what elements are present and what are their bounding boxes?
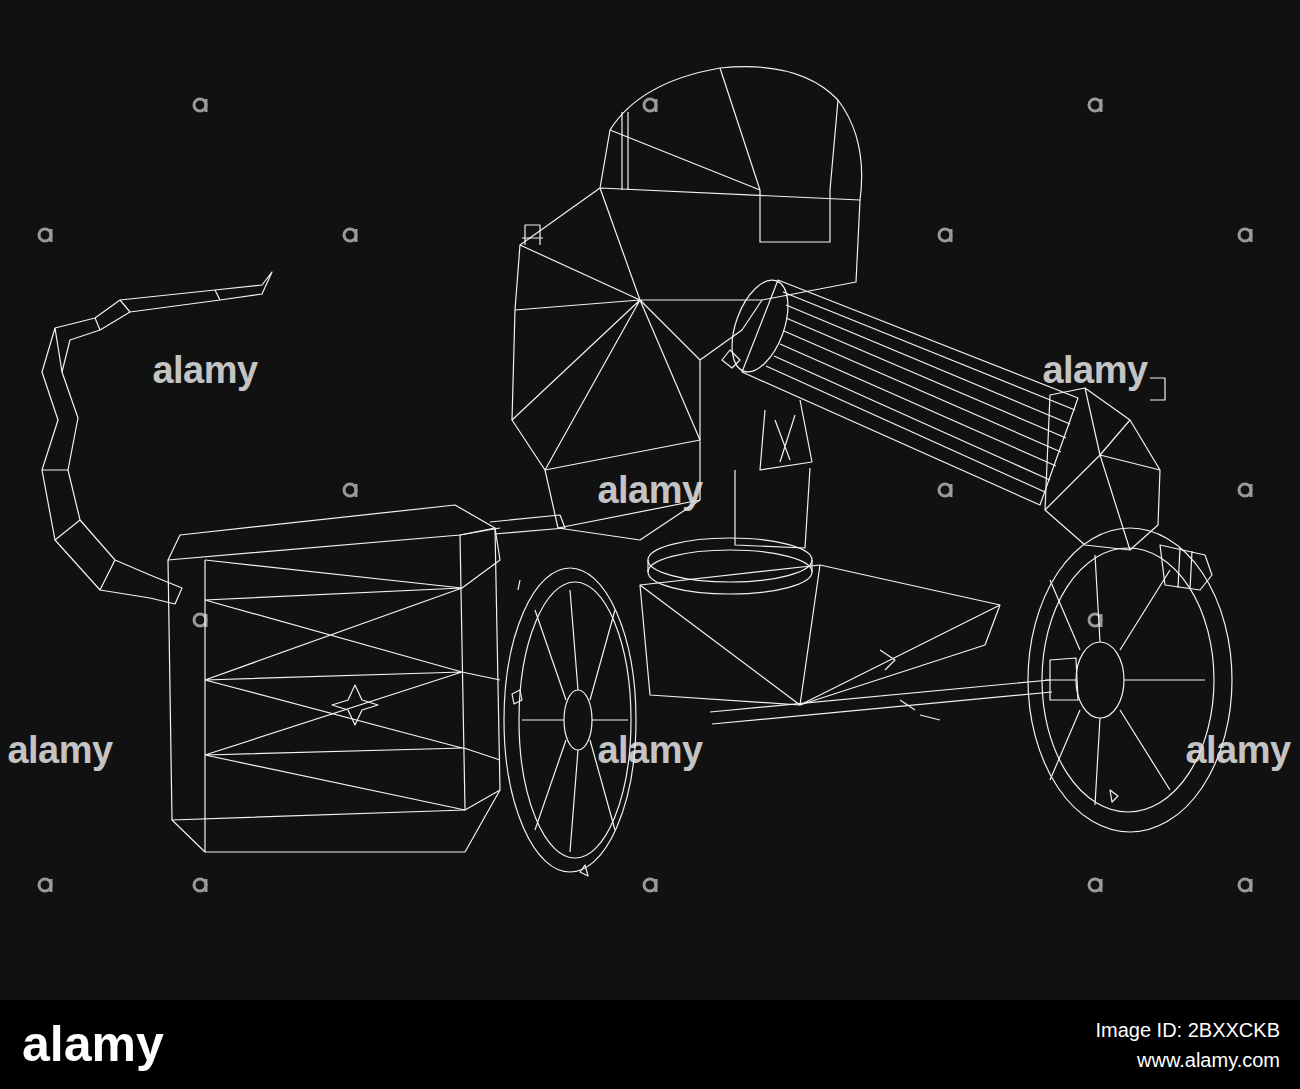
carriage-frame <box>640 565 1052 724</box>
ammo-box <box>168 505 565 852</box>
brand-logo: alamy <box>22 1015 164 1073</box>
watermark: alamy <box>152 349 257 392</box>
barrel-jacket <box>721 273 1212 590</box>
shield <box>512 67 862 540</box>
watermark-icons <box>39 99 1251 892</box>
image-id: Image ID: 2BXXCKB <box>1095 1019 1280 1042</box>
watermark: alamy <box>1185 729 1290 772</box>
right-wheel <box>1028 528 1232 832</box>
left-wheel <box>504 568 636 876</box>
credit-strip <box>0 1000 1300 1089</box>
watermark: alamy <box>597 729 702 772</box>
watermark: alamy <box>1042 349 1147 392</box>
watermark: alamy <box>597 469 702 512</box>
source-url: www.alamy.com <box>1137 1049 1280 1072</box>
watermark: alamy <box>7 729 112 772</box>
